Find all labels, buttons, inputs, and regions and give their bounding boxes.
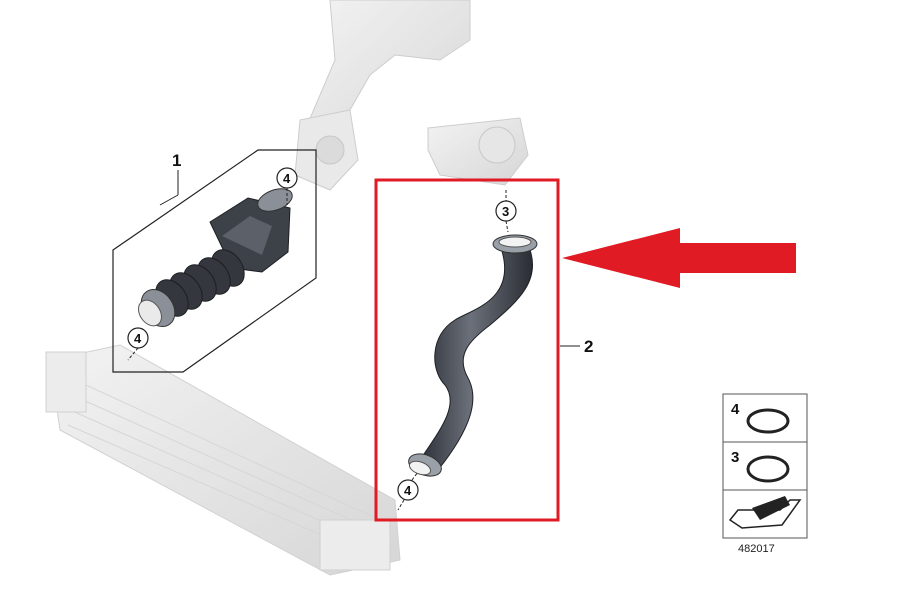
callout-number: 4: [283, 171, 291, 186]
part-2-charge-air-hose[interactable]: [406, 234, 538, 480]
callout-circle-4-lower-right: [397, 479, 419, 501]
part-1-label: 1: [172, 151, 181, 170]
callout-number: 3: [502, 204, 509, 219]
o-ring-icon: [746, 408, 790, 434]
part-1-air-intake-hose[interactable]: [134, 184, 296, 333]
part-2-label: 2: [584, 337, 593, 356]
o-ring-icon: [746, 455, 790, 483]
callout-number: 4: [404, 483, 412, 498]
legend-number-3: 3: [731, 449, 739, 466]
part-2-highlight-box: [374, 178, 560, 522]
part-1-group-outline: [112, 149, 317, 373]
callout-number: 4: [134, 331, 142, 346]
callout-circle-4-upper-left: [276, 167, 298, 189]
arrow-direction-icon: [728, 496, 802, 529]
background-components: [45, 0, 529, 576]
red-arrow-icon: [562, 228, 796, 288]
callout-circle-4-lower-left: [127, 327, 149, 349]
legend-panel: 4 3: [722, 393, 808, 539]
callout-circle-3-upper-right: [495, 200, 517, 222]
reference-number: 482017: [738, 543, 775, 555]
legend-number-4: 4: [731, 401, 740, 418]
